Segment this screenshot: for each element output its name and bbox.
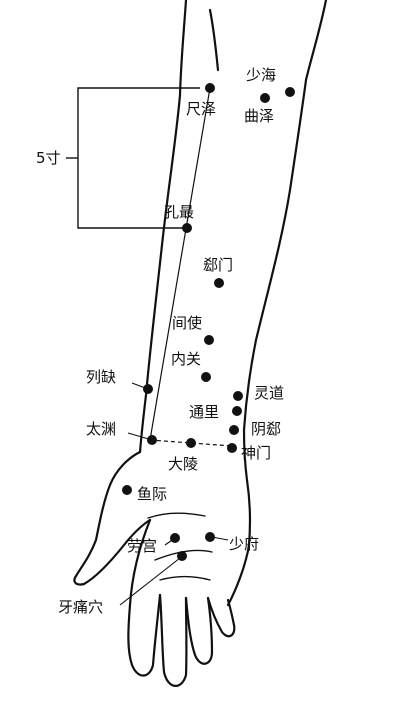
label-quze: 曲泽 <box>244 107 274 125</box>
point-shaofu <box>205 532 215 542</box>
point-lieque <box>143 384 153 394</box>
label-tongli: 通里 <box>189 403 219 421</box>
finger-middle <box>158 593 188 687</box>
five-cun-label: 5寸 <box>36 149 61 167</box>
label-lingdao: 灵道 <box>254 384 284 402</box>
point-yatongxue <box>177 551 187 561</box>
point-yinxi <box>229 425 239 435</box>
point-daling <box>186 438 196 448</box>
point-chize <box>205 83 215 93</box>
point-laogong <box>170 533 180 543</box>
point-lingdao <box>233 391 243 401</box>
label-shaofu: 少府 <box>229 535 259 553</box>
label-yinxi: 阴郄 <box>251 420 281 438</box>
label-kongzui: 孔最 <box>164 203 194 221</box>
label-neiguan: 内关 <box>171 350 201 368</box>
point-ximen <box>214 278 224 288</box>
label-jianshi: 间使 <box>172 314 202 332</box>
label-yuji: 鱼际 <box>137 485 167 503</box>
arm-left-edge <box>138 0 188 454</box>
finger-index <box>127 518 162 677</box>
label-shenmen: 神门 <box>241 444 271 462</box>
acupoint-markers <box>122 83 295 561</box>
label-taiyuan: 太渊 <box>86 420 116 438</box>
label-lieque: 列缺 <box>86 368 116 386</box>
arm-right-edge <box>242 0 328 482</box>
point-neiguan <box>201 372 211 382</box>
arm-outline <box>73 0 328 687</box>
point-yuji <box>122 485 132 495</box>
meridian-line <box>149 87 211 441</box>
palm-crease-3 <box>159 575 211 581</box>
finger-little <box>206 596 236 638</box>
point-taiyuan <box>147 435 157 445</box>
hand-thumb <box>73 450 152 586</box>
palm-crease-2 <box>154 549 213 561</box>
label-daling: 大陵 <box>168 455 198 473</box>
point-jianshi <box>204 335 214 345</box>
point-quze <box>260 93 270 103</box>
point-kongzui <box>182 223 192 233</box>
label-chize: 尺泽 <box>186 100 216 118</box>
acupoint-labels: 少海 尺泽 曲泽 孔最 郄门 间使 内关 列缺 灵道 通里 太渊 阴郄 神门 大… <box>58 66 284 616</box>
label-yatongxue: 牙痛穴 <box>58 598 103 616</box>
palm-crease-1 <box>147 512 206 519</box>
label-shaohai: 少海 <box>246 66 276 84</box>
label-ximen: 郄门 <box>203 256 233 274</box>
hand-right-edge <box>226 478 252 607</box>
point-shaohai <box>285 87 295 97</box>
label-laogong: 劳宫 <box>127 537 157 555</box>
finger-ring <box>184 596 214 665</box>
pointer-yatongxue <box>119 557 181 606</box>
point-tongli <box>232 406 242 416</box>
upper-arm-left-contour <box>208 8 220 72</box>
point-shenmen <box>227 443 237 453</box>
